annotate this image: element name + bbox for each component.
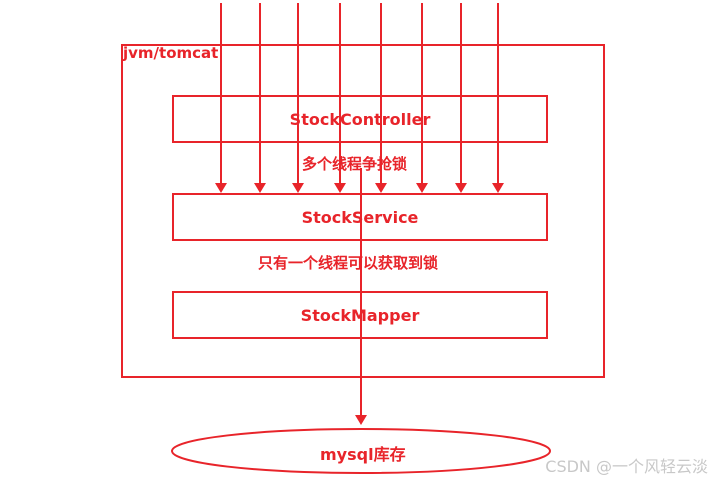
watermark: CSDN @一个风轻云淡	[545, 457, 708, 476]
thread-arrows	[215, 3, 504, 193]
mysql-database-ellipse	[171, 428, 551, 474]
stock-controller-label: StockController	[289, 109, 431, 129]
single-thread-lock-note: 只有一个线程可以获取到锁	[258, 254, 439, 272]
jvm-container-box	[121, 44, 605, 378]
jvm-container-label: jvm/tomcat	[123, 44, 219, 62]
mysql-database-label: mysql库存	[320, 445, 406, 464]
stock-controller-box: StockController	[172, 95, 548, 143]
